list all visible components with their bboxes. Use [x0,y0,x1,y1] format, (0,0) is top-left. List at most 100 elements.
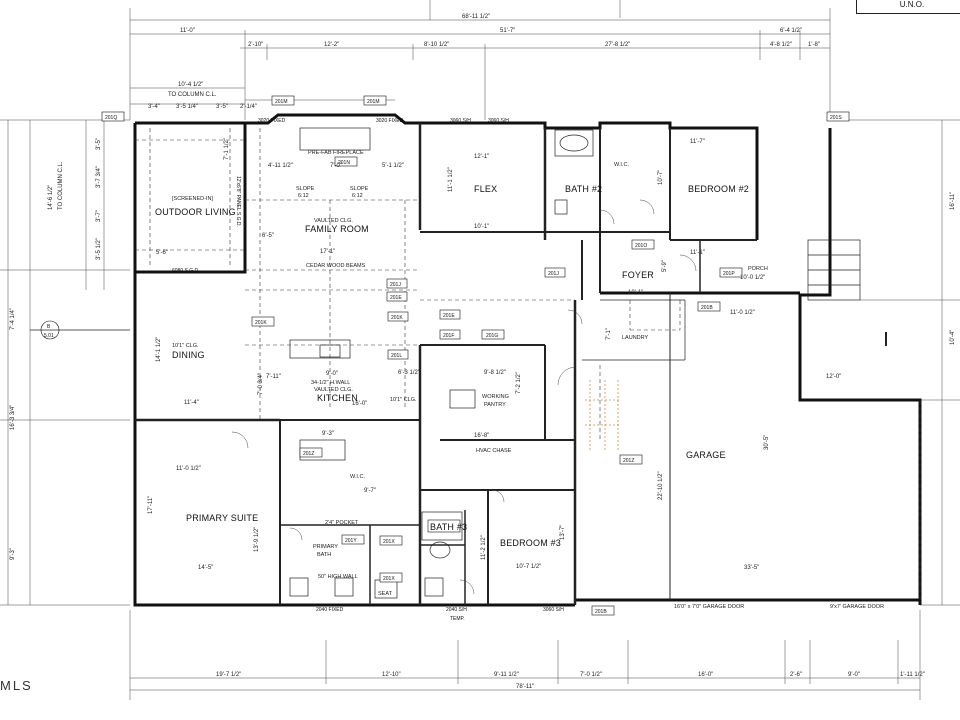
outdoor-living-label: OUTDOOR LIVING [155,207,236,217]
kitchen-clg: 10'1" CLG. [390,397,417,403]
dim-wic-b: 9'-7" [364,488,376,494]
tag-201z-2: 201Z [303,451,314,457]
bottom-dimension-lines [129,610,921,700]
window-2040-b: 2040 S/H [446,607,467,613]
tag-201j: 201J [390,282,401,288]
dim-pri-a: 11'-0 1/2" [176,466,201,472]
dim-bed2-b: 11'-1" [690,250,705,256]
dim-wic-w: 9'-3" [322,431,334,437]
bedroom2-label: BEDROOM #2 [688,184,749,194]
dim-bottom-g: 9'-0" [848,672,860,678]
tag-201p: 201P [723,271,735,277]
interior-walls [135,123,757,605]
dim-column-a: 10'-4 1/2" [178,82,203,88]
slope-label-2: SLOPE [350,186,369,192]
dim-out-w: 5'-6" [156,250,168,256]
laundry-label: LAUNDRY [622,335,649,341]
dim-gar-h: 22'-10 1/2" [658,471,664,500]
tag-201o: 201O [635,243,647,249]
pocket-label: 2'4" POCKET [325,520,359,526]
window-3020-b: 3020 FIXED [376,118,404,124]
dim-hvac-w: 16'-8" [474,433,489,439]
tag-201n: 201N [338,160,350,166]
dim-left-d: 16'-3 3/4" [10,405,16,430]
tag-201z: 201Z [623,458,634,464]
tag-labels: 201Q 201M 201M 201S 201N 201J 201E 201K … [105,99,842,615]
hvac-label: HVAC CHASE [476,448,512,454]
room-labels: [SCREENED-IN] OUTDOOR LIVING PRE-FAB FIR… [155,150,884,610]
dim-out-d: 3'-5" [96,138,102,150]
dim-foyer-h: 5'-9" [662,260,668,272]
section-sheet: 5.01 [44,333,54,339]
foyer-label: FOYER [622,270,654,280]
garage-door-1-label: 16'0" x 7'0" GARAGE DOOR [674,604,744,610]
window-labels: 3020 FIXED 3020 FIXED 3060 S/H 3060 S/H … [172,118,564,622]
dim-right-b: 10'-4" [950,330,956,345]
dim-pri-b: 17'-11" [148,496,154,514]
dim-gar-w: 33'-5" [744,565,759,571]
dim-column-b: TO COLUMN C.L. [168,92,217,98]
dim-left-a: 14'-6 1/2" [48,185,54,210]
top-dimension-lines [129,0,831,120]
dim-out-b: 3'-7" [96,210,102,222]
pantry-label-1: WORKING [482,394,509,400]
pantry-label-2: PANTRY [484,402,506,408]
porch-steps [807,239,861,301]
exterior-walls [133,113,922,607]
window-6080: 6080 S.G.D. [172,268,200,274]
dim-fam-d: 6'-5" [262,233,274,239]
dim-pri-h: 13'-9 1/2" [254,527,260,552]
dim-bottom-b: 12'-10" [382,672,401,678]
door-swings [231,199,697,595]
unless-noted-label: U.N.O. [856,0,960,14]
dim-top-2b: 12'-2" [324,42,339,48]
tag-201b: 201B [701,305,713,311]
family-room-clg: VAULTED CLG. [314,218,353,224]
high-wall-label: 50" HIGH WALL [318,574,358,580]
fireplace-label: PRE-FAB FIREPLACE [308,150,364,156]
dim-col-35: 3'-5 1/4" [176,104,198,110]
temp-label: TEMP. [450,616,465,622]
primary-bath-label-2: BATH [317,552,331,558]
dim-right-a: 16'-11" [950,192,956,210]
dim-fam-a: 7'-0" [330,163,342,169]
dim-top-a: 11'-0" [180,28,195,34]
dim-out-c: 3'-7 3/4" [96,166,102,188]
kitchen-note-1: 34-1/2" H.WALL [311,380,350,386]
dim-flex-h: 11'-1 1/2" [448,167,454,192]
dim-top-2c: 8'-10 1/2" [424,42,449,48]
tag-boxes [101,95,850,616]
dim-left-e: 9'-3" [10,548,16,560]
dim-top-overall: 68'-11 1/2" [462,14,490,20]
bath3-label: BATH #3 [430,522,467,532]
dim-left-b: TO COLUMN C.L. [58,161,64,210]
dim-bed2-h: 10'-7" [658,170,664,185]
cedar-beams-label: CEDAR WOOD BEAMS [306,263,366,269]
panel-door-label: 12'x6'8" PANEL S.G.D. [235,176,241,227]
window-2040: 2040 FIXED [316,607,344,613]
tag-201k: 201K [391,315,403,321]
dim-top-c: 6'-4 1/2" [780,28,802,34]
dim-din-w: 11'-4" [184,400,199,406]
slope-value-1: 6:12 [298,193,309,199]
family-room-label: FAMILY ROOM [305,224,369,234]
dim-bed3-w: 10'-7 1/2" [516,564,541,570]
dim-fam-w: 17'-1" [320,249,335,255]
dim-top-2a: 2'-10" [248,42,263,48]
dim-bottom-f: 2'-6" [790,672,802,678]
tag-201j-2: 201J [548,271,559,277]
dim-pan-w: 9'-8 1/2" [484,370,506,376]
bath2-label: BATH #2 [565,184,602,194]
dim-kit-b: 16'-0" [352,401,367,407]
slope-label-1: SLOPE [296,186,315,192]
dim-pan-h: 7'-2 1/2" [516,372,522,394]
tag-201k-2: 201K [255,320,267,326]
dim-gar-b: 11'-0 1/2" [730,310,755,316]
dim-pri-w: 14'-5" [198,565,213,571]
mls-watermark: MLS [0,678,33,693]
dim-kit-w: 9'-0" [326,371,338,377]
dim-fam-c: 5'-1 1/2" [382,163,404,169]
tag-201b-2: 201B [595,609,607,615]
window-3060-b: 3060 S/H [488,118,509,124]
